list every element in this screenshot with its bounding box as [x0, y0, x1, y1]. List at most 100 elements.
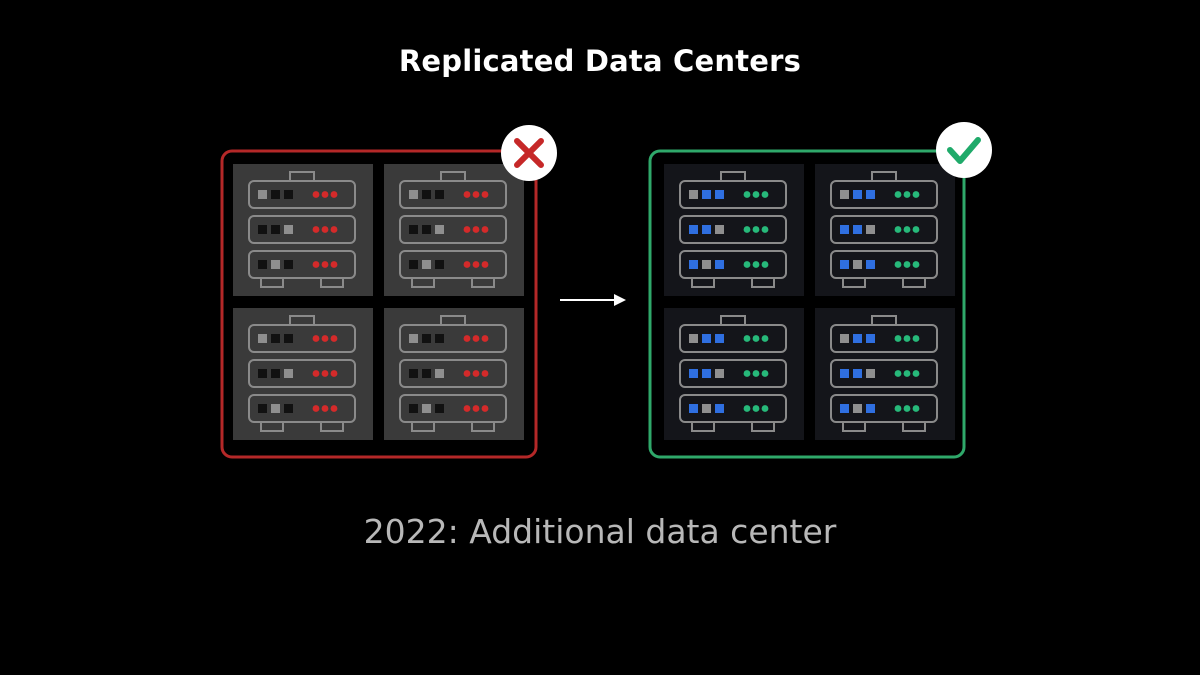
failed-center-racks [233, 164, 524, 440]
status-light [271, 225, 280, 234]
indicator-dot [312, 226, 320, 233]
rack-tile [384, 164, 524, 296]
status-light [689, 369, 698, 378]
rack-foot [751, 277, 775, 288]
status-light [435, 225, 444, 234]
indicator-dot [312, 335, 320, 342]
server-unit [679, 394, 787, 423]
rack-foot [260, 421, 284, 432]
indicator-dot [761, 405, 769, 412]
server-unit [679, 250, 787, 279]
status-light [435, 369, 444, 378]
server-unit [830, 324, 938, 353]
status-light [435, 404, 444, 413]
indicator-dot [321, 405, 329, 412]
server-unit [248, 359, 356, 388]
indicator-dot [894, 335, 902, 342]
status-light [271, 260, 280, 269]
page-title: Replicated Data Centers [398, 44, 802, 78]
status-light [409, 260, 418, 269]
rack-foot [320, 421, 344, 432]
status-light [409, 225, 418, 234]
rack-foot [691, 277, 715, 288]
status-light [853, 225, 862, 234]
indicator-dot [912, 370, 920, 377]
indicator-dot [321, 226, 329, 233]
server-rack [815, 308, 955, 440]
indicator-dot [752, 226, 760, 233]
indicator-dot [472, 226, 480, 233]
status-light [715, 260, 724, 269]
indicator-dot [752, 335, 760, 342]
indicator-dot [912, 335, 920, 342]
status-light [866, 190, 875, 199]
status-light [409, 190, 418, 199]
server-unit [399, 324, 507, 353]
status-light [422, 190, 431, 199]
indicator-dot [330, 226, 338, 233]
rack-foot [842, 421, 866, 432]
status-light [853, 404, 862, 413]
indicator-dot [912, 191, 920, 198]
indicator-dot [894, 191, 902, 198]
indicator-dot [321, 370, 329, 377]
rack-tile [664, 308, 804, 440]
indicator-dot [330, 191, 338, 198]
status-light [840, 334, 849, 343]
rack-tile [233, 308, 373, 440]
status-light [702, 334, 711, 343]
status-light [258, 369, 267, 378]
indicator-dot [743, 191, 751, 198]
status-light [702, 260, 711, 269]
status-light [866, 225, 875, 234]
indicator-dot [894, 226, 902, 233]
server-unit [248, 250, 356, 279]
status-light [702, 369, 711, 378]
server-unit [830, 180, 938, 209]
status-light [840, 260, 849, 269]
server-unit [679, 215, 787, 244]
indicator-dot [903, 191, 911, 198]
status-light [284, 225, 293, 234]
rack-foot [751, 421, 775, 432]
indicator-dot [463, 405, 471, 412]
server-unit [399, 359, 507, 388]
rack-tile [384, 308, 524, 440]
status-light [689, 334, 698, 343]
status-light [271, 190, 280, 199]
status-light [258, 260, 267, 269]
rack-foot [842, 277, 866, 288]
indicator-dot [463, 335, 471, 342]
indicator-dot [481, 405, 489, 412]
failed-data-center [220, 125, 557, 459]
indicator-dot [312, 261, 320, 268]
indicator-dot [903, 405, 911, 412]
status-light [853, 260, 862, 269]
indicator-dot [321, 191, 329, 198]
server-unit [248, 324, 356, 353]
server-unit [679, 324, 787, 353]
status-light [840, 225, 849, 234]
indicator-dot [330, 335, 338, 342]
healthy-data-center [648, 122, 992, 459]
status-light [258, 404, 267, 413]
failed-center-border [220, 149, 538, 459]
server-unit [679, 180, 787, 209]
indicator-dot [912, 226, 920, 233]
indicator-dot [752, 191, 760, 198]
status-light [702, 190, 711, 199]
server-unit [248, 180, 356, 209]
rack-tile [815, 164, 955, 296]
status-light [702, 225, 711, 234]
server-unit [248, 394, 356, 423]
indicator-dot [481, 261, 489, 268]
indicator-dot [472, 335, 480, 342]
indicator-dot [752, 261, 760, 268]
status-light [284, 404, 293, 413]
status-light [284, 260, 293, 269]
status-light [409, 369, 418, 378]
status-light [284, 334, 293, 343]
indicator-dot [321, 261, 329, 268]
indicator-dot [330, 370, 338, 377]
